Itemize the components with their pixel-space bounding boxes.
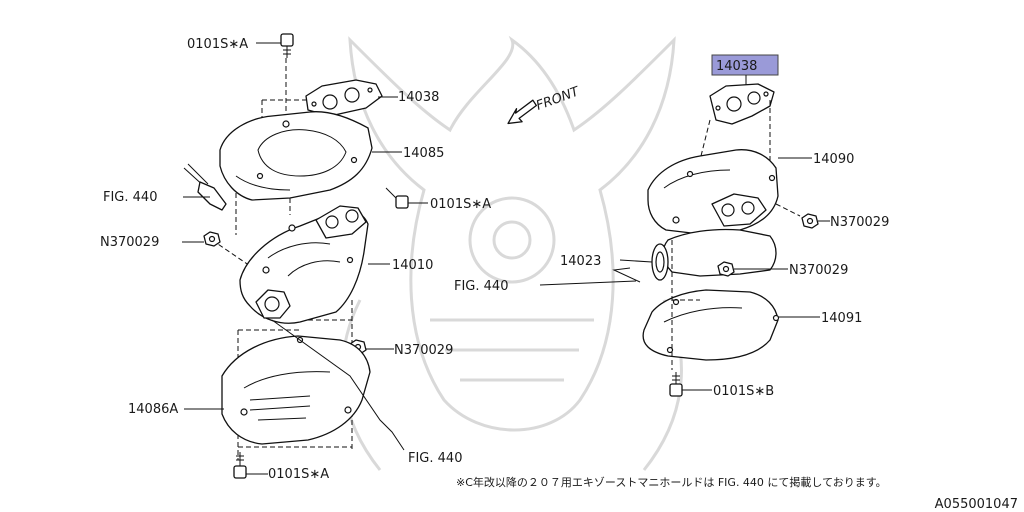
gasket-14023 [651,243,669,281]
heat-shield-lower-14086A [221,335,371,445]
label-nut-N370029-right-top: N370029 [830,215,889,230]
label-bolt-0101S-A-mid: 0101S∗A [430,197,491,212]
footnote: ※C年改以降の２０７用エキゾーストマニホールドは FIG. 440 にて掲載して… [456,475,887,489]
label-heat-shield-14085: 14085 [403,146,444,161]
label-bolt-0101S-A-top: 0101S∗A [187,37,248,52]
label-nut-N370029-center: N370029 [394,343,453,358]
label-front: FRONT [534,84,582,114]
label-fig-440-right: FIG. 440 [454,279,508,294]
label-heat-shield-14086A: 14086A [128,402,178,417]
label-nut-N370029-left: N370029 [100,235,159,250]
label-gasket-14023: 14023 [560,254,601,269]
label-gasket-14038-right: 14038 [716,59,757,74]
label-fig-440-left: FIG. 440 [103,190,157,205]
samurai-helmet-watermark [341,35,683,471]
bolt-0101S-B [669,372,683,397]
bolt-0101S-A-top [280,33,294,58]
nut-N370029-right-top [801,213,819,229]
label-fig-440-bottom: FIG. 440 [408,451,462,466]
heat-shield-upper-14085 [219,111,373,201]
arrow-left-icon [507,99,538,125]
label-nut-N370029-right-mid: N370029 [789,263,848,278]
label-bolt-0101S-B: 0101S∗B [713,384,774,399]
gasket-14038-left [305,79,383,117]
nut-N370029-right-mid [717,261,735,277]
label-heat-shield-14091: 14091 [821,311,862,326]
label-heat-shield-14090: 14090 [813,152,854,167]
bolt-0101S-A-mid [385,187,409,209]
heat-shield-upper-14090 [647,149,779,235]
part-number-highlight [711,54,779,76]
diagram-id: A055001047 [935,497,1018,512]
oxygen-sensor [183,163,227,211]
label-gasket-14038-left: 14038 [398,90,439,105]
bolt-0101S-A-bottom [233,452,247,479]
gasket-14038-right [709,83,775,125]
label-bolt-0101S-A-bottom: 0101S∗A [268,467,329,482]
exhaust-manifold-14010 [239,205,369,324]
nut-N370029-left [203,231,221,247]
label-manifold-14010: 14010 [392,258,433,273]
